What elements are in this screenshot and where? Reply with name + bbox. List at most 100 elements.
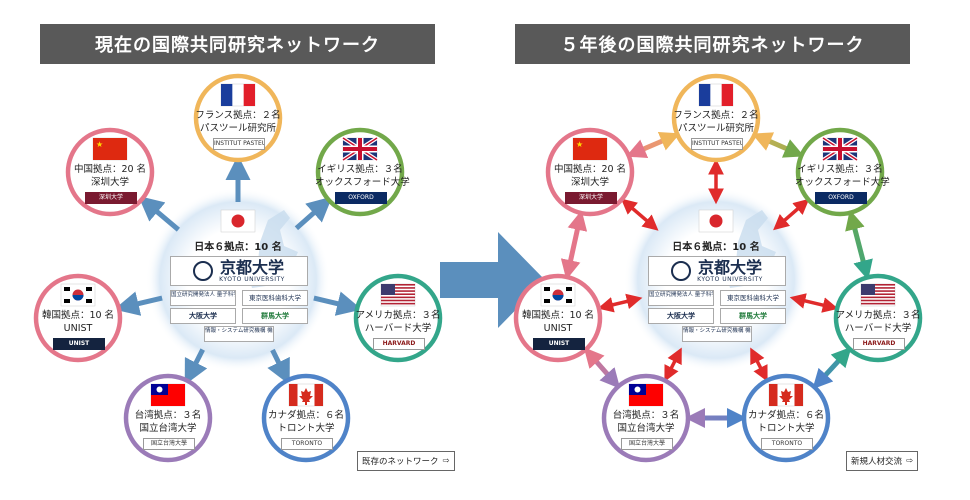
node-logo-taiwan: 国立台灣大學 xyxy=(621,438,673,450)
taiwan-flag-icon xyxy=(628,383,664,407)
legend-future-label: 新規人材交流 xyxy=(851,457,903,467)
usa-flag-icon xyxy=(380,283,416,307)
legend-future-arrow-icon: ⇨ xyxy=(906,456,914,466)
svg-text:★: ★ xyxy=(96,140,103,149)
inst-osaka-right: 大阪大学 xyxy=(648,308,714,324)
ring-arrow-taiwan-korea xyxy=(583,347,621,389)
node-logo-canada: TORONTO xyxy=(761,438,813,450)
ring-arrow-korea-china xyxy=(560,210,588,280)
center-heading-left: 日本６拠点：10 名 xyxy=(194,242,282,253)
node-count-france: フランス拠点：２名 xyxy=(673,110,759,121)
node-count-korea: 韓国拠点：10 名 xyxy=(41,310,115,321)
arrow-existing-uk xyxy=(294,196,333,231)
arrow-existing-taiwan xyxy=(184,348,208,386)
title-future: ５年後の国際共同研究ネットワーク xyxy=(515,24,910,64)
legend-current-arrow-icon: ⇨ xyxy=(442,456,450,466)
inst-qst-left: 国立研究開発法人 量子科学技術研究開発機構 xyxy=(170,290,236,306)
node-institution-uk: オックスフォード大学 xyxy=(315,177,410,188)
japan-flag-icon xyxy=(698,209,734,233)
node-logo-china: 深圳大学 xyxy=(85,192,137,204)
node-label-china: 中国拠点：20 名深圳大学 xyxy=(545,163,635,189)
node-logo-usa: HARVARD xyxy=(373,338,425,350)
ring-arrow-china-france xyxy=(625,132,681,158)
legend-future: 新規人材交流⇨ xyxy=(846,451,919,471)
node-institution-china: 深圳大学 xyxy=(570,177,609,188)
node-institution-taiwan: 国立台湾大学 xyxy=(139,423,197,434)
node-institution-canada: トロント大学 xyxy=(277,423,335,434)
node-label-taiwan: 台湾拠点：３名国立台湾大学 xyxy=(601,409,691,435)
arrow-existing-korea xyxy=(113,291,163,316)
china-flag-icon: ★ xyxy=(572,137,608,161)
ku-sub: KYOTO UNIVERSITY xyxy=(697,275,763,283)
node-logo-uk: OXFORD xyxy=(335,192,387,204)
node-logo-korea: UNIST xyxy=(533,338,585,350)
arrow-new-taiwan xyxy=(664,347,682,382)
node-institution-france: パスツール研究所 xyxy=(199,123,276,134)
arrow-new-uk xyxy=(773,198,810,231)
korea-flag-icon xyxy=(60,283,96,307)
node-label-korea: 韓国拠点：10 名 UNIST xyxy=(33,309,123,335)
node-label-uk: イギリス拠点：３名オックスフォード大学 xyxy=(315,163,410,189)
arrow-new-usa xyxy=(789,293,839,313)
node-label-canada: カナダ拠点：６名トロント大学 xyxy=(741,409,831,435)
inst-tmdu-right: 東京医科歯科大学 xyxy=(720,290,786,306)
node-label-usa: アメリカ拠点：３名ハーバード大学 xyxy=(353,309,443,335)
usa-flag-icon xyxy=(860,283,896,307)
inst-osaka-left: 大阪大学 xyxy=(170,308,236,324)
node-institution-korea: UNIST xyxy=(63,323,93,334)
ku-name: 京都大学 xyxy=(697,257,762,277)
node-label-france: フランス拠点：２名パスツール研究所 xyxy=(193,109,283,135)
arrow-new-canada xyxy=(750,347,768,382)
node-label-usa: アメリカ拠点：３名ハーバード大学 xyxy=(833,309,923,335)
node-count-china: 中国拠点：20 名 xyxy=(553,164,627,175)
node-label-korea: 韓国拠点：10 名 UNIST xyxy=(513,309,603,335)
node-logo-usa: HARVARD xyxy=(853,338,905,350)
node-logo-france: INSTITUT PASTEUR xyxy=(691,138,743,150)
arrow-new-china xyxy=(620,198,659,231)
uk-flag-icon xyxy=(341,136,379,162)
node-count-uk: イギリス拠点：３名 xyxy=(797,164,883,175)
node-count-canada: カナダ拠点：６名 xyxy=(267,410,344,421)
arrow-existing-china xyxy=(138,195,180,232)
canada-flag-icon xyxy=(288,383,324,407)
node-count-korea: 韓国拠点：10 名 xyxy=(521,310,595,321)
ku-name: 京都大学 xyxy=(219,257,284,277)
node-institution-usa: ハーバード大学 xyxy=(844,323,912,334)
inst-qst-right: 国立研究開発法人 量子科学技術研究開発機構 xyxy=(648,290,714,306)
china-flag-icon: ★ xyxy=(92,137,128,161)
ku-emblem-icon xyxy=(193,261,214,281)
inst-tmdu-left: 東京医科歯科大学 xyxy=(242,290,308,306)
node-logo-taiwan: 国立台灣大學 xyxy=(143,438,195,450)
ku-sub: KYOTO UNIVERSITY xyxy=(219,275,285,283)
ring-arrow-uk-usa xyxy=(845,209,873,281)
canada-flag-icon xyxy=(768,383,804,407)
node-logo-china: 深圳大学 xyxy=(565,192,617,204)
title-current: 現在の国際共同研究ネットワーク xyxy=(40,24,435,64)
inst-ism-left: 情報・システム研究機構 機構統計数理研究所 xyxy=(204,326,274,342)
node-label-uk: イギリス拠点：３名オックスフォード大学 xyxy=(795,163,890,189)
node-label-taiwan: 台湾拠点：３名国立台湾大学 xyxy=(123,409,213,435)
ring-arrow-usa-canada xyxy=(812,346,852,390)
node-count-usa: アメリカ拠点：３名 xyxy=(355,310,441,321)
node-label-france: フランス拠点：２名パスツール研究所 xyxy=(671,109,761,135)
node-count-taiwan: 台湾拠点：３名 xyxy=(612,410,680,421)
node-logo-canada: TORONTO xyxy=(281,438,333,450)
node-count-france: フランス拠点：２名 xyxy=(195,110,281,121)
node-institution-canada: トロント大学 xyxy=(757,423,815,434)
legend-current-label: 既存のネットワーク xyxy=(362,457,439,467)
node-label-china: 中国拠点：20 名深圳大学 xyxy=(65,163,155,189)
taiwan-flag-icon xyxy=(150,383,186,407)
arrow-new-korea xyxy=(597,293,643,313)
node-institution-usa: ハーバード大学 xyxy=(364,323,432,334)
node-label-canada: カナダ拠点：６名トロント大学 xyxy=(261,409,351,435)
node-count-canada: カナダ拠点：６名 xyxy=(747,410,824,421)
node-institution-korea: UNIST xyxy=(543,323,573,334)
inst-gunma-right: 群馬大学 xyxy=(720,308,786,324)
france-flag-icon xyxy=(698,83,734,107)
france-flag-icon xyxy=(220,83,256,107)
node-count-usa: アメリカ拠点：３名 xyxy=(835,310,921,321)
legend-current: 既存のネットワーク⇨ xyxy=(357,451,455,471)
node-count-uk: イギリス拠点：３名 xyxy=(317,164,403,175)
